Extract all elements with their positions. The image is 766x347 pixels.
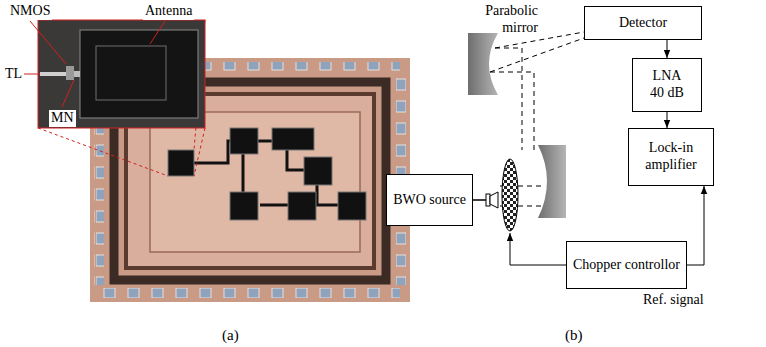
horn-flange	[486, 194, 490, 206]
bond-pads	[100, 288, 400, 298]
panel-label: (a)	[222, 326, 239, 344]
parabolic-mirror	[468, 33, 498, 95]
part-label: NMOS	[8, 3, 52, 20]
leader-lines	[22, 21, 165, 107]
process-box: LNA 40 dB	[632, 58, 702, 112]
nmos-device	[66, 66, 74, 80]
signal-arrow	[687, 186, 704, 265]
leader-line	[62, 80, 74, 107]
box-text: Chopper controllor	[573, 257, 680, 274]
panel-label: (b)	[565, 326, 583, 344]
beam-line	[490, 38, 584, 72]
parabolic-mirror	[538, 145, 566, 218]
leader-line	[30, 21, 66, 64]
antenna-block	[168, 150, 194, 176]
horn-antenna	[490, 192, 498, 208]
inset-background	[38, 20, 205, 128]
chopper-drive-line	[510, 233, 566, 265]
zoom-lines	[38, 20, 205, 176]
zoom-line	[194, 128, 205, 176]
transmission-line	[40, 72, 68, 76]
matching-network	[74, 71, 80, 77]
antenna-patch	[80, 30, 198, 118]
process-box: Lock-in amplifier	[628, 128, 714, 186]
signal-arrow	[667, 112, 668, 128]
optical-setup	[468, 32, 584, 265]
signal-arrow	[667, 40, 668, 58]
signal-label: Ref. signal	[641, 292, 706, 309]
process-box: BWO source	[386, 174, 473, 226]
on-chip-wires	[181, 141, 352, 205]
process-box: Chopper controllor	[566, 241, 687, 289]
box-text: Lock-in amplifier	[635, 140, 707, 174]
circuit-block	[304, 157, 332, 185]
box-text: LNA 40 dB	[646, 68, 688, 102]
circuit-block	[230, 128, 258, 154]
process-box: Detector	[584, 6, 702, 40]
box-text: Detector	[619, 15, 667, 32]
circuit-block	[272, 128, 314, 150]
circuit-block	[230, 192, 258, 220]
core-region	[150, 112, 360, 252]
antenna-outline	[96, 46, 166, 100]
beam-line	[495, 48, 522, 150]
circuit-block	[288, 192, 316, 220]
leader-line	[22, 74, 40, 75]
part-label: Antenna	[143, 3, 194, 20]
leader-line	[150, 21, 165, 44]
beam-line	[490, 72, 534, 150]
circuit-block	[338, 192, 366, 220]
part-label: MN	[49, 110, 76, 127]
zoom-line	[38, 128, 168, 176]
chopper-wheel	[502, 159, 518, 231]
inset-micrograph	[38, 20, 205, 128]
part-label: Parabolic mirror	[464, 3, 538, 37]
box-text: BWO source	[393, 192, 466, 209]
part-label: TL	[3, 66, 24, 83]
